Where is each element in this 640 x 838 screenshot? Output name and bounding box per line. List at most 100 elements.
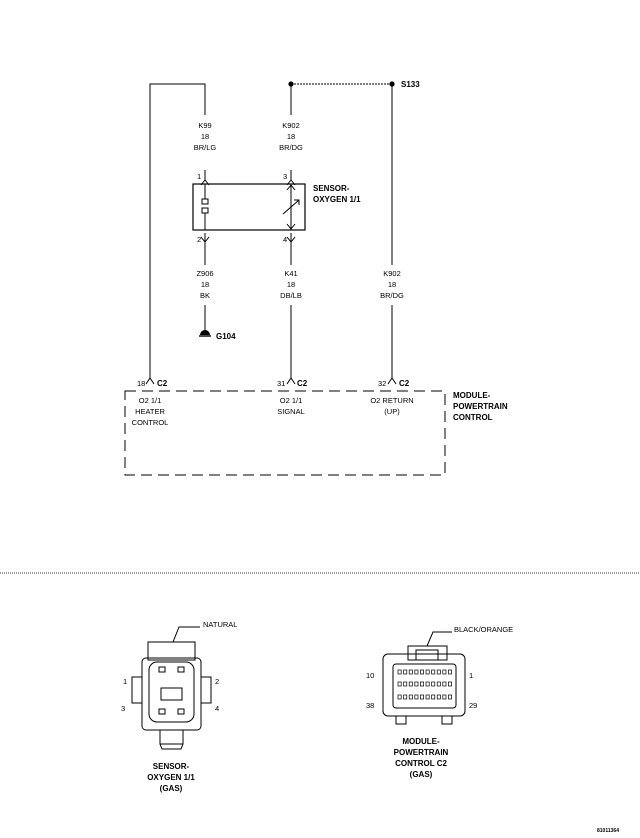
oxygen-sensor-block [192, 183, 306, 231]
svg-text:18: 18 [137, 379, 145, 388]
pcm-pin-18-arrow [145, 377, 155, 385]
pcm-pin-cavity [414, 681, 419, 687]
pin-3-connector [286, 170, 296, 186]
pcm-pin-cavity [414, 669, 419, 675]
pcm-name-line2: POWERTRAIN [453, 402, 508, 411]
pcm-pin-cavity [436, 681, 441, 687]
pcm-pin-cavity [448, 681, 452, 687]
pcm-module-box [124, 390, 446, 476]
wire-label-k41: K41 18 DB/LB [280, 269, 302, 300]
variable-resistor-icon [282, 184, 300, 230]
pcm-pin-cavity [436, 694, 441, 700]
sensor-view-pin-1: 1 [123, 677, 127, 686]
pcm-pin-cavity [442, 694, 447, 700]
pcm-pin-cavity [414, 694, 419, 700]
wire-label-k902-right: K902 18 BR/DG [380, 269, 404, 300]
svg-text:K902: K902 [282, 121, 300, 130]
pcm-pin-cavity [420, 669, 424, 675]
pcm-pin-cavity [431, 669, 436, 675]
pin-2-connector [200, 236, 210, 243]
svg-text:18: 18 [201, 132, 209, 141]
pcm-view-pin-38: 38 [366, 701, 374, 710]
wire-label-k99: K99 18 BR/LG [194, 121, 217, 152]
svg-text:DB/LB: DB/LB [280, 291, 302, 300]
pcm-pin-cavity [397, 669, 402, 675]
pcm-pin-cavity [420, 681, 424, 687]
svg-text:POWERTRAIN: POWERTRAIN [394, 748, 449, 757]
svg-text:32: 32 [378, 379, 386, 388]
pcm-view-pin-1: 1 [469, 671, 473, 680]
pcm-pin-31: 31 C2 O2 1/1 SIGNAL [277, 379, 308, 416]
pcm-pin-cavity [425, 694, 430, 700]
sensor-color-leader [172, 626, 200, 643]
sensor-connector-color: NATURAL [203, 620, 237, 629]
pcm-pin-31-arrow [286, 377, 296, 385]
pcm-pin-cavity [425, 681, 430, 687]
sensor-connector-caption: SENSOR- OXYGEN 1/1 (GAS) [147, 762, 195, 793]
pin-1-connector [200, 170, 210, 186]
sensor-connector-face-icon [131, 641, 212, 750]
svg-text:18: 18 [388, 280, 396, 289]
svg-text:CONTROL C2: CONTROL C2 [395, 759, 447, 768]
pcm-view-pin-29: 29 [469, 701, 477, 710]
pin-4-connector [286, 236, 296, 243]
svg-text:18: 18 [287, 280, 295, 289]
pcm-connector-color: BLACK/ORANGE [454, 625, 513, 634]
figure-id: 81011364 [597, 828, 619, 834]
pcm-pin-cavity [442, 669, 447, 675]
heater-element-icon [201, 184, 209, 230]
svg-text:18: 18 [287, 132, 295, 141]
pcm-pin-cavity [425, 669, 430, 675]
sensor-view-pin-4: 4 [215, 704, 219, 713]
svg-text:C2: C2 [399, 379, 410, 388]
svg-text:Z906: Z906 [196, 269, 213, 278]
wire-k99-upper [149, 83, 206, 378]
svg-text:O2 RETURN: O2 RETURN [370, 396, 413, 405]
svg-text:31: 31 [277, 379, 285, 388]
svg-text:SENSOR-: SENSOR- [153, 762, 190, 771]
pcm-name-line3: CONTROL [453, 413, 493, 422]
svg-text:O2 1/1: O2 1/1 [280, 396, 303, 405]
pcm-pin-cavity [397, 694, 402, 700]
ground-symbol-icon [199, 330, 211, 337]
pcm-pin-32: 32 C2 O2 RETURN (UP) [370, 379, 413, 416]
pcm-pin-cavity [403, 694, 408, 700]
pcm-color-leader [426, 631, 452, 647]
svg-text:C2: C2 [157, 379, 168, 388]
splice-dot-left [288, 81, 294, 87]
pcm-pin-cavity [403, 681, 408, 687]
svg-text:MODULE-: MODULE- [402, 737, 440, 746]
pcm-pin-18: 18 C2 O2 1/1 HEATER CONTROL [132, 379, 169, 427]
svg-text:O2 1/1: O2 1/1 [139, 396, 162, 405]
wire-label-k902-top: K902 18 BR/DG [279, 121, 303, 152]
pcm-pin-cavity [408, 669, 413, 675]
sensor-name-line1: SENSOR- [313, 184, 350, 193]
ground-label: G104 [216, 332, 236, 341]
pcm-pin-cavity [442, 681, 447, 687]
svg-text:BK: BK [200, 291, 210, 300]
pcm-pin-cavity [436, 669, 441, 675]
pcm-pin-cavity [431, 694, 436, 700]
pcm-view-pin-10: 10 [366, 671, 374, 680]
splice-label: S133 [401, 80, 420, 89]
pcm-pin-cavity [408, 681, 413, 687]
svg-text:(GAS): (GAS) [160, 784, 183, 793]
pcm-connector-caption: MODULE- POWERTRAIN CONTROL C2 (GAS) [394, 737, 449, 779]
sensor-pin-4-label: 4 [283, 235, 287, 244]
sensor-view-pin-3: 3 [121, 704, 125, 713]
pcm-pin-32-arrow [387, 377, 397, 385]
pcm-name-line1: MODULE- [453, 391, 491, 400]
svg-text:HEATER: HEATER [135, 407, 165, 416]
svg-text:C2: C2 [297, 379, 308, 388]
svg-text:(UP): (UP) [384, 407, 400, 416]
wire-label-z906: Z906 18 BK [196, 269, 213, 300]
pcm-connector-face-icon [382, 645, 466, 725]
svg-text:K902: K902 [383, 269, 401, 278]
pcm-pin-grid [397, 669, 452, 700]
pcm-pin-cavity [431, 681, 436, 687]
svg-text:OXYGEN 1/1: OXYGEN 1/1 [147, 773, 195, 782]
sensor-name-line2: OXYGEN 1/1 [313, 195, 361, 204]
svg-text:K41: K41 [284, 269, 297, 278]
sensor-pin-1-label: 1 [197, 172, 201, 181]
